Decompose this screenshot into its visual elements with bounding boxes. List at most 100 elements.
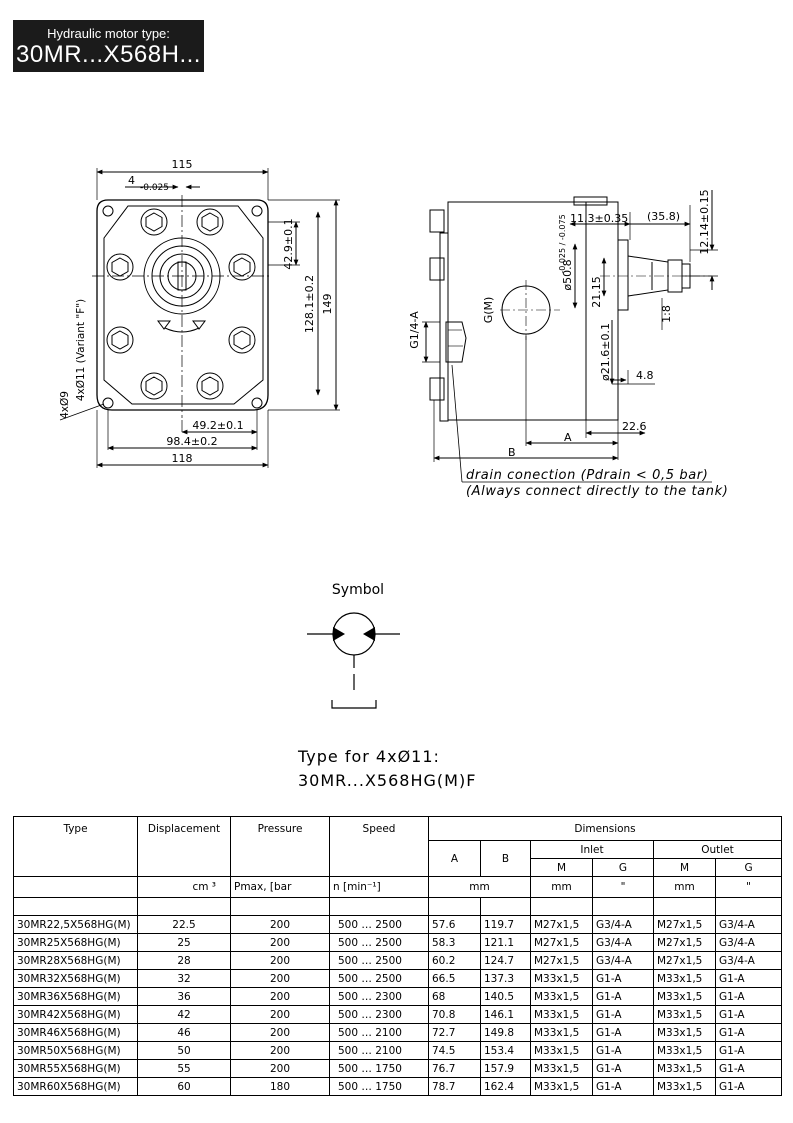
dim-49-2: 49.2±0.1 <box>192 419 243 432</box>
unit-inlet-g: " <box>592 876 654 898</box>
cell-a: 60.2 <box>428 951 481 970</box>
cell-speed: 500 … 2500 <box>329 969 429 988</box>
speed-max: 1750 <box>375 1080 402 1093</box>
dim-50-8: ø50.8 <box>561 259 574 290</box>
cell-displacement: 42 <box>137 1005 231 1024</box>
cell-inlet-g: G1-A <box>592 1005 654 1024</box>
cell-pressure: 200 <box>230 987 330 1006</box>
cell-inlet-m: M33x1,5 <box>530 1023 593 1042</box>
header-displacement: Displacement <box>137 816 231 877</box>
speed-range-separator: … <box>358 990 376 1003</box>
front-view <box>59 168 340 468</box>
cell-outlet-g: G1-A <box>714 1041 783 1060</box>
speed-range-separator: … <box>358 1062 376 1075</box>
speed-max: 2100 <box>375 1044 402 1057</box>
cell-a: 72.7 <box>428 1023 481 1042</box>
cell-outlet-m: M33x1,5 <box>653 1023 716 1042</box>
header-outlet-m: M <box>653 858 716 877</box>
cell-outlet-m: M27x1,5 <box>653 933 716 952</box>
drain-note-sub: (Always connect directly to the tank) <box>466 484 728 499</box>
cell-inlet-g: G1-A <box>592 969 654 988</box>
unit-pressure: Pmax, [bar <box>230 876 330 898</box>
title-caption: Hydraulic motor type: <box>47 26 170 41</box>
dim-35-8: (35.8) <box>647 210 680 223</box>
unit-outlet-g: " <box>714 876 783 898</box>
cell-outlet-m: M27x1,5 <box>653 915 716 934</box>
dim-4-tolerance: -0.025 <box>140 183 169 193</box>
speed-max: 2100 <box>375 1026 402 1039</box>
unit-type <box>13 876 138 898</box>
cell-inlet-g: G3/4-A <box>592 951 654 970</box>
header-outlet-g: G <box>714 858 783 877</box>
speed-min: 500 <box>338 972 359 985</box>
cell-speed: 500 … 2100 <box>329 1041 429 1060</box>
speed-range-separator: … <box>358 972 376 985</box>
variant-type-line2: 30MR...X568HG(M)F <box>298 771 476 790</box>
unit-displacement: cm ³ <box>137 876 231 898</box>
header-dimensions: Dimensions <box>427 816 783 841</box>
cell-pressure: 200 <box>230 1005 330 1024</box>
cell-b: 149.8 <box>480 1023 531 1042</box>
dim-50-8-tolerance: -0.025 / -0.075 <box>558 214 567 273</box>
speed-max: 2500 <box>375 972 402 985</box>
specification-table: Type Displacement Pressure Speed Dimensi… <box>13 816 783 1096</box>
cell-type: 30MR60X568HG(M) <box>13 1077 138 1096</box>
front-view-labels: 115 4 -0.025 42.9±0.1 128.1±0.2 149 4xØ1… <box>59 158 334 465</box>
cell-b: 146.1 <box>480 1005 531 1024</box>
symbol-label: Symbol <box>332 582 384 598</box>
speed-min: 500 <box>338 936 359 949</box>
cell-pressure: 200 <box>230 915 330 934</box>
cell-speed: 500 … 1750 <box>329 1077 429 1096</box>
speed-max: 2500 <box>375 936 402 949</box>
speed-range-separator: … <box>358 936 376 949</box>
cell-displacement: 46 <box>137 1023 231 1042</box>
dim-42-9: 42.9±0.1 <box>282 218 295 269</box>
variant-type-note: Type for 4xØ11: 30MR...X568HG(M)F <box>297 747 476 790</box>
unit-inlet-m: mm <box>530 876 593 898</box>
cell-a: 74.5 <box>428 1041 481 1060</box>
port-g-m-label: G(M) <box>482 297 495 324</box>
cell-outlet-m: M33x1,5 <box>653 1041 716 1060</box>
taper-label: 1:8 <box>660 305 673 323</box>
cell-type: 30MR32X568HG(M) <box>13 969 138 988</box>
speed-max: 2300 <box>375 990 402 1003</box>
header-type: Type <box>13 816 138 877</box>
cell-speed: 500 … 2300 <box>329 1005 429 1024</box>
cell-pressure: 200 <box>230 969 330 988</box>
cell-displacement: 22.5 <box>137 915 231 934</box>
unit-speed: n [min⁻¹] <box>329 876 429 898</box>
cell-inlet-m: M33x1,5 <box>530 987 593 1006</box>
speed-min: 500 <box>338 1044 359 1057</box>
speed-min: 500 <box>338 1062 359 1075</box>
cell-outlet-g: G1-A <box>714 1059 783 1078</box>
speed-range-separator: … <box>358 1008 376 1021</box>
dim-4-8: 4.8 <box>636 369 654 382</box>
cell-pressure: 200 <box>230 951 330 970</box>
cell-inlet-m: M27x1,5 <box>530 915 593 934</box>
cell-speed: 500 … 2500 <box>329 951 429 970</box>
speed-min: 500 <box>338 1080 359 1093</box>
cell-inlet-g: G1-A <box>592 987 654 1006</box>
cell-outlet-m: M33x1,5 <box>653 1005 716 1024</box>
speed-range-separator: … <box>358 1026 376 1039</box>
drain-note: drain conection (Pdrain < 0,5 bar) <box>466 468 708 483</box>
cell-outlet-g: G1-A <box>714 1005 783 1024</box>
holes-label: 4xØ9 <box>59 391 71 419</box>
variant-type-line1: Type for 4xØ11: <box>297 747 440 766</box>
cell-inlet-m: M33x1,5 <box>530 1077 593 1096</box>
cell-displacement: 25 <box>137 933 231 952</box>
cell-type: 30MR28X568HG(M) <box>13 951 138 970</box>
cell-pressure: 200 <box>230 1059 330 1078</box>
corner-hole-tl <box>102 205 114 217</box>
cell-inlet-g: G1-A <box>592 1023 654 1042</box>
cell-outlet-g: G3/4-A <box>714 915 783 934</box>
cell-speed: 500 … 1750 <box>329 1059 429 1078</box>
header-inlet-g: G <box>592 858 654 877</box>
unit-ab: mm <box>428 876 531 898</box>
corner-hole-br <box>251 397 263 409</box>
header-pressure: Pressure <box>230 816 330 877</box>
header-b: B <box>480 840 531 877</box>
